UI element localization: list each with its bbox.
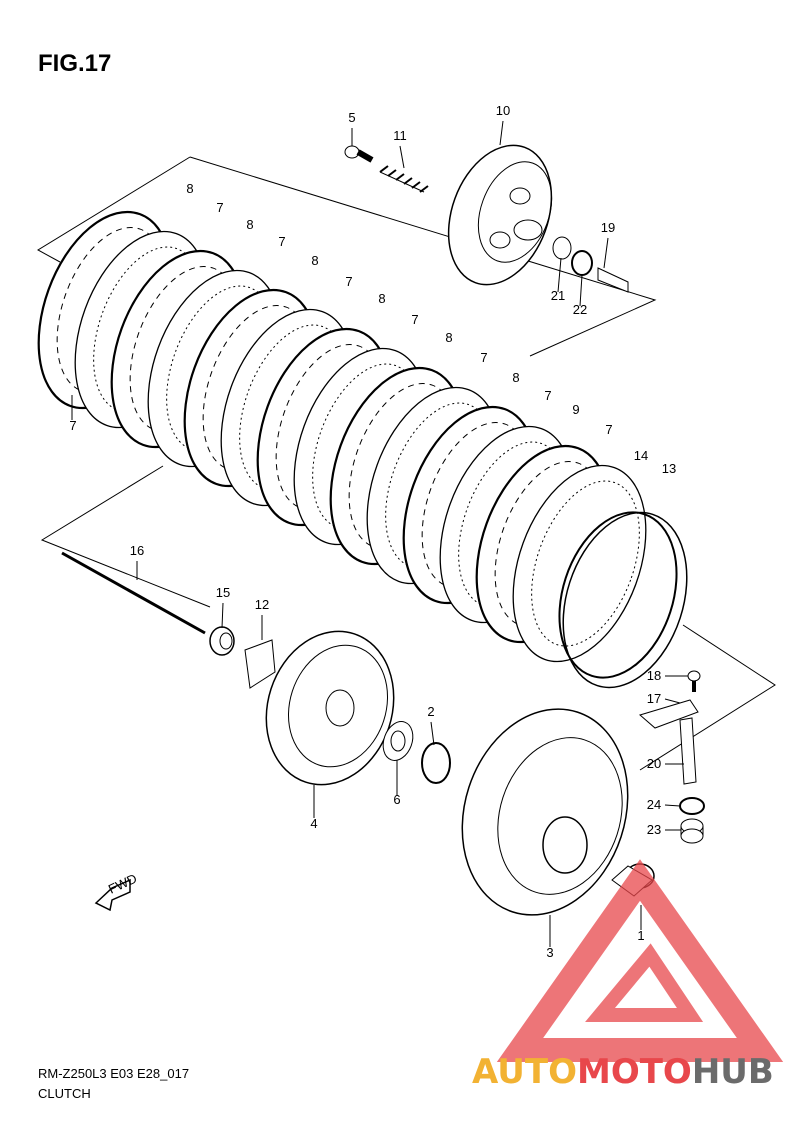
clutch-spring xyxy=(379,165,429,193)
part-number-label: 11 xyxy=(393,128,407,143)
release-arm xyxy=(638,699,699,729)
part-number-label: 24 xyxy=(647,797,661,812)
part-number-label: 8 xyxy=(378,291,385,306)
push-piece xyxy=(597,267,629,293)
thrust-washer xyxy=(382,721,414,761)
part-number-label: 8 xyxy=(512,370,519,385)
leader-line xyxy=(499,120,504,146)
part-number-label: 6 xyxy=(393,792,400,807)
lock-washer xyxy=(244,639,276,689)
leader-lines xyxy=(71,120,688,947)
sleeve-hub-bush xyxy=(209,626,235,656)
leader-line xyxy=(664,698,681,704)
bearing xyxy=(571,250,593,276)
release-bolt xyxy=(687,670,701,692)
upper-frame-left xyxy=(37,156,191,263)
part-number-label: 8 xyxy=(445,330,452,345)
part-number-label: 12 xyxy=(255,597,269,612)
watermark-part1: AUTO xyxy=(472,1052,577,1092)
leader-line xyxy=(579,274,583,307)
clutch-plates xyxy=(37,210,647,663)
washer xyxy=(552,236,572,260)
part-number-label: 16 xyxy=(130,543,144,558)
part-number-label: 8 xyxy=(246,217,253,232)
part-number-label: 3 xyxy=(546,945,553,960)
part-number-label: 8 xyxy=(311,253,318,268)
leader-line xyxy=(399,145,405,169)
watermark-part3: HUB xyxy=(692,1052,774,1092)
part-number-label: 2 xyxy=(427,704,434,719)
leader-line xyxy=(430,721,435,746)
part-number-label: 8 xyxy=(186,181,193,196)
part-number-label: 10 xyxy=(496,103,510,118)
part-number-label: 5 xyxy=(348,110,355,125)
fwd-arrow-icon: FWD xyxy=(94,871,139,912)
push-rod xyxy=(61,551,206,635)
spring-seat xyxy=(558,511,678,679)
part-number-label: 18 xyxy=(647,668,661,683)
bolt xyxy=(344,145,374,163)
part-number-label: 7 xyxy=(69,418,76,433)
part-number-label: 20 xyxy=(647,756,661,771)
part-number-label: 9 xyxy=(572,402,579,417)
driven-plate xyxy=(512,464,647,663)
leader-line xyxy=(664,804,681,807)
model-code: RM-Z250L3 E03 E28_017 xyxy=(38,1066,190,1081)
part-number-label: 13 xyxy=(662,461,676,476)
part-number-label: 19 xyxy=(601,220,615,235)
watermark-part2: MOTO xyxy=(577,1052,692,1092)
part-number-label: 17 xyxy=(647,691,661,706)
watermark-text: AUTOMOTOHUB xyxy=(472,1052,774,1092)
wire-ring xyxy=(562,511,688,689)
part-number-label: 7 xyxy=(480,350,487,365)
part-number-label: 7 xyxy=(605,422,612,437)
watermark-logo xyxy=(496,859,784,1062)
part-number-label: 15 xyxy=(216,585,230,600)
release-camshaft xyxy=(679,717,697,785)
clutch-sleeve-hub xyxy=(265,630,395,786)
release-bearing xyxy=(680,818,704,844)
oil-seal xyxy=(679,797,705,815)
part-number-label: 1 xyxy=(637,928,644,943)
part-number-label: 22 xyxy=(573,302,587,317)
leader-line xyxy=(221,602,224,629)
part-number-label: 21 xyxy=(551,288,565,303)
part-number-label: 23 xyxy=(647,822,661,837)
part-labels: 5111019212287878787878797141371615124261… xyxy=(69,103,676,960)
part-number-label: 7 xyxy=(411,312,418,327)
part-number-label: 4 xyxy=(310,816,317,831)
upper-frame xyxy=(189,156,657,357)
figure-title: FIG.17 xyxy=(38,50,112,77)
part-number-label: 7 xyxy=(278,234,285,249)
leader-line xyxy=(603,237,609,269)
lower-frame xyxy=(40,465,211,608)
primary-driven-gear xyxy=(461,708,629,916)
part-number-label: 7 xyxy=(216,200,223,215)
needle-bearing xyxy=(421,742,451,784)
part-number-label: 7 xyxy=(544,388,551,403)
leader-line xyxy=(557,257,562,293)
part-number-label: 7 xyxy=(345,274,352,289)
section-name: CLUTCH xyxy=(38,1086,91,1101)
pressure-plate xyxy=(447,144,553,286)
part-number-label: 14 xyxy=(634,448,648,463)
